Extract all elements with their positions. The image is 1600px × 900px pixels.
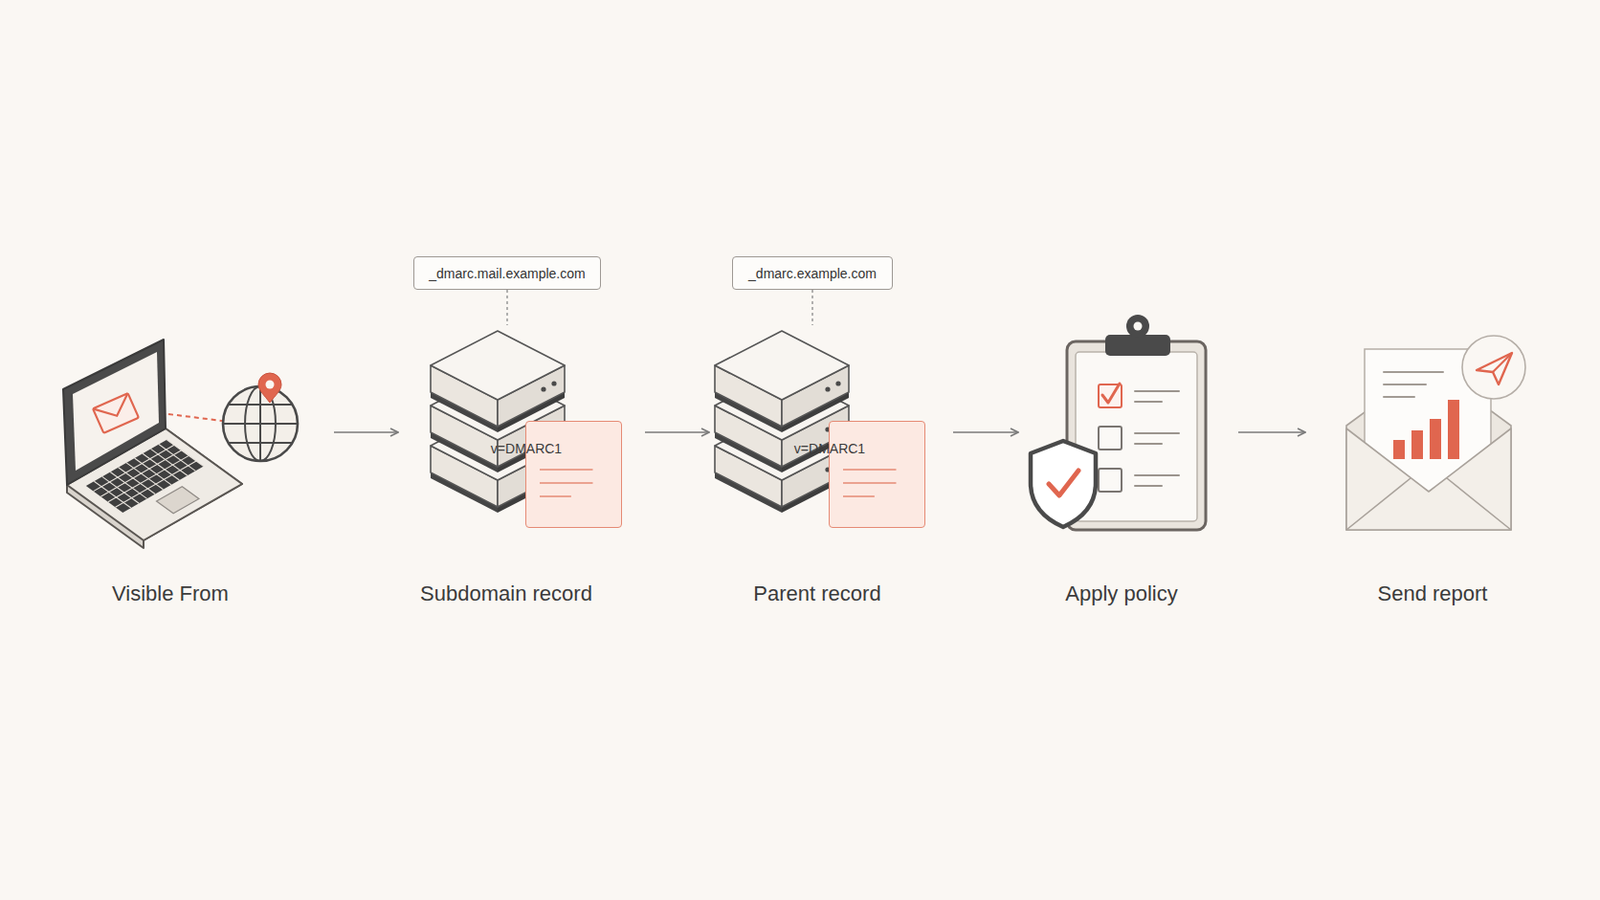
clipboard-icon bbox=[1134, 432, 1179, 435]
report-envelope bbox=[1462, 335, 1526, 400]
report-envelope bbox=[1346, 428, 1512, 531]
keyboard bbox=[158, 444, 196, 472]
clipboard-icon bbox=[1048, 470, 1079, 496]
mail-envelope bbox=[92, 393, 134, 424]
report-envelope bbox=[1476, 353, 1512, 385]
clipboard-icon bbox=[1098, 384, 1122, 408]
record-card: v=DMARC1 bbox=[828, 421, 926, 529]
card-line bbox=[843, 495, 875, 498]
report-envelope bbox=[1393, 400, 1460, 460]
stage-label: Parent record bbox=[753, 581, 881, 607]
report-envelope bbox=[1346, 478, 1512, 531]
globe-icon bbox=[222, 386, 298, 462]
flow-arrow bbox=[1238, 431, 1306, 434]
globe-icon bbox=[222, 422, 298, 425]
leader-line bbox=[506, 289, 508, 326]
report-envelope bbox=[1383, 372, 1444, 398]
keyboard bbox=[126, 463, 163, 490]
server-slab bbox=[714, 331, 849, 400]
record-name-tag: _dmarc.example.com bbox=[732, 256, 893, 290]
record-name: _dmarc.example.com bbox=[748, 266, 877, 282]
stage-label: Apply policy bbox=[1065, 581, 1178, 607]
globe-icon bbox=[228, 403, 292, 406]
report-envelope bbox=[1429, 419, 1442, 460]
clipboard-icon bbox=[1098, 426, 1122, 450]
stage-node: Apply policy bbox=[1022, 306, 1235, 613]
card-line bbox=[539, 468, 593, 471]
globe-icon bbox=[266, 380, 275, 390]
report-envelope bbox=[1492, 353, 1512, 373]
report-envelope bbox=[1346, 335, 1526, 531]
keyboard bbox=[93, 481, 131, 509]
trackpad bbox=[156, 487, 200, 514]
mail-envelope bbox=[92, 393, 139, 434]
report-envelope bbox=[1393, 440, 1405, 460]
card-line bbox=[843, 468, 896, 471]
stage-node: v=DMARC1Subdomain record bbox=[401, 325, 642, 613]
clipboard-icon bbox=[1098, 468, 1122, 492]
server-slab bbox=[430, 331, 565, 433]
leader-line bbox=[811, 289, 813, 326]
clipboard-icon bbox=[1134, 474, 1179, 477]
clipboard-icon bbox=[1134, 485, 1162, 488]
clipboard-icon bbox=[1134, 400, 1162, 403]
globe-icon bbox=[228, 442, 292, 445]
keyboard bbox=[142, 453, 179, 481]
clipboard-icon bbox=[1030, 441, 1096, 528]
keyboard bbox=[166, 440, 203, 467]
stage-label: Visible From bbox=[111, 581, 229, 607]
keyboard bbox=[134, 458, 172, 486]
report-envelope bbox=[1447, 400, 1460, 460]
flow-arrow bbox=[333, 431, 399, 434]
report-envelope bbox=[1411, 430, 1423, 460]
server-slab bbox=[714, 331, 849, 433]
card-line bbox=[843, 482, 896, 485]
card-line bbox=[539, 482, 593, 485]
record-value: v=DMARC1 bbox=[794, 422, 866, 457]
record-value: v=DMARC1 bbox=[490, 422, 562, 457]
flow-arrow bbox=[953, 431, 1019, 434]
flow-arrow bbox=[644, 431, 710, 434]
server-slab bbox=[835, 380, 841, 386]
laptop-icon bbox=[63, 339, 166, 486]
laptop-icon bbox=[63, 339, 243, 549]
stage-node: v=DMARC1Parent record bbox=[712, 325, 950, 613]
keyboard bbox=[150, 448, 187, 476]
card-line bbox=[539, 495, 572, 498]
dashed-link bbox=[168, 414, 223, 422]
record-name: _dmarc.mail.example.com bbox=[428, 266, 585, 282]
record-name-tag: _dmarc.mail.example.com bbox=[413, 256, 601, 290]
stage-node: Send report bbox=[1309, 325, 1551, 613]
report-envelope bbox=[1383, 383, 1426, 386]
keyboard bbox=[118, 467, 156, 495]
clipboard-icon bbox=[1102, 383, 1120, 403]
globe-icon bbox=[222, 373, 298, 462]
clipboard-icon bbox=[1134, 390, 1179, 393]
clipboard-icon bbox=[1134, 391, 1179, 487]
stage-label: Send report bbox=[1377, 581, 1489, 607]
laptop-icon bbox=[72, 352, 159, 471]
clipboard-icon bbox=[1133, 322, 1143, 332]
stage-node: Visible From bbox=[38, 325, 331, 613]
stage-label: Subdomain record bbox=[420, 581, 593, 607]
server-slab bbox=[430, 331, 565, 400]
keyboard bbox=[110, 472, 147, 500]
report-envelope bbox=[1383, 396, 1415, 399]
clipboard-icon bbox=[1030, 314, 1206, 531]
clipboard-icon bbox=[1126, 314, 1150, 338]
globe-icon bbox=[258, 373, 282, 403]
server-slab bbox=[551, 380, 556, 386]
server-slab bbox=[824, 386, 830, 392]
keyboard bbox=[102, 476, 139, 504]
clipboard-icon bbox=[1134, 443, 1162, 445]
mail-envelope bbox=[92, 393, 139, 434]
server-slab bbox=[540, 386, 546, 392]
record-card: v=DMARC1 bbox=[525, 421, 623, 529]
card-lines bbox=[829, 422, 927, 530]
clipboard-icon bbox=[1105, 334, 1171, 356]
card-lines bbox=[526, 422, 623, 530]
report-envelope bbox=[1383, 371, 1444, 374]
